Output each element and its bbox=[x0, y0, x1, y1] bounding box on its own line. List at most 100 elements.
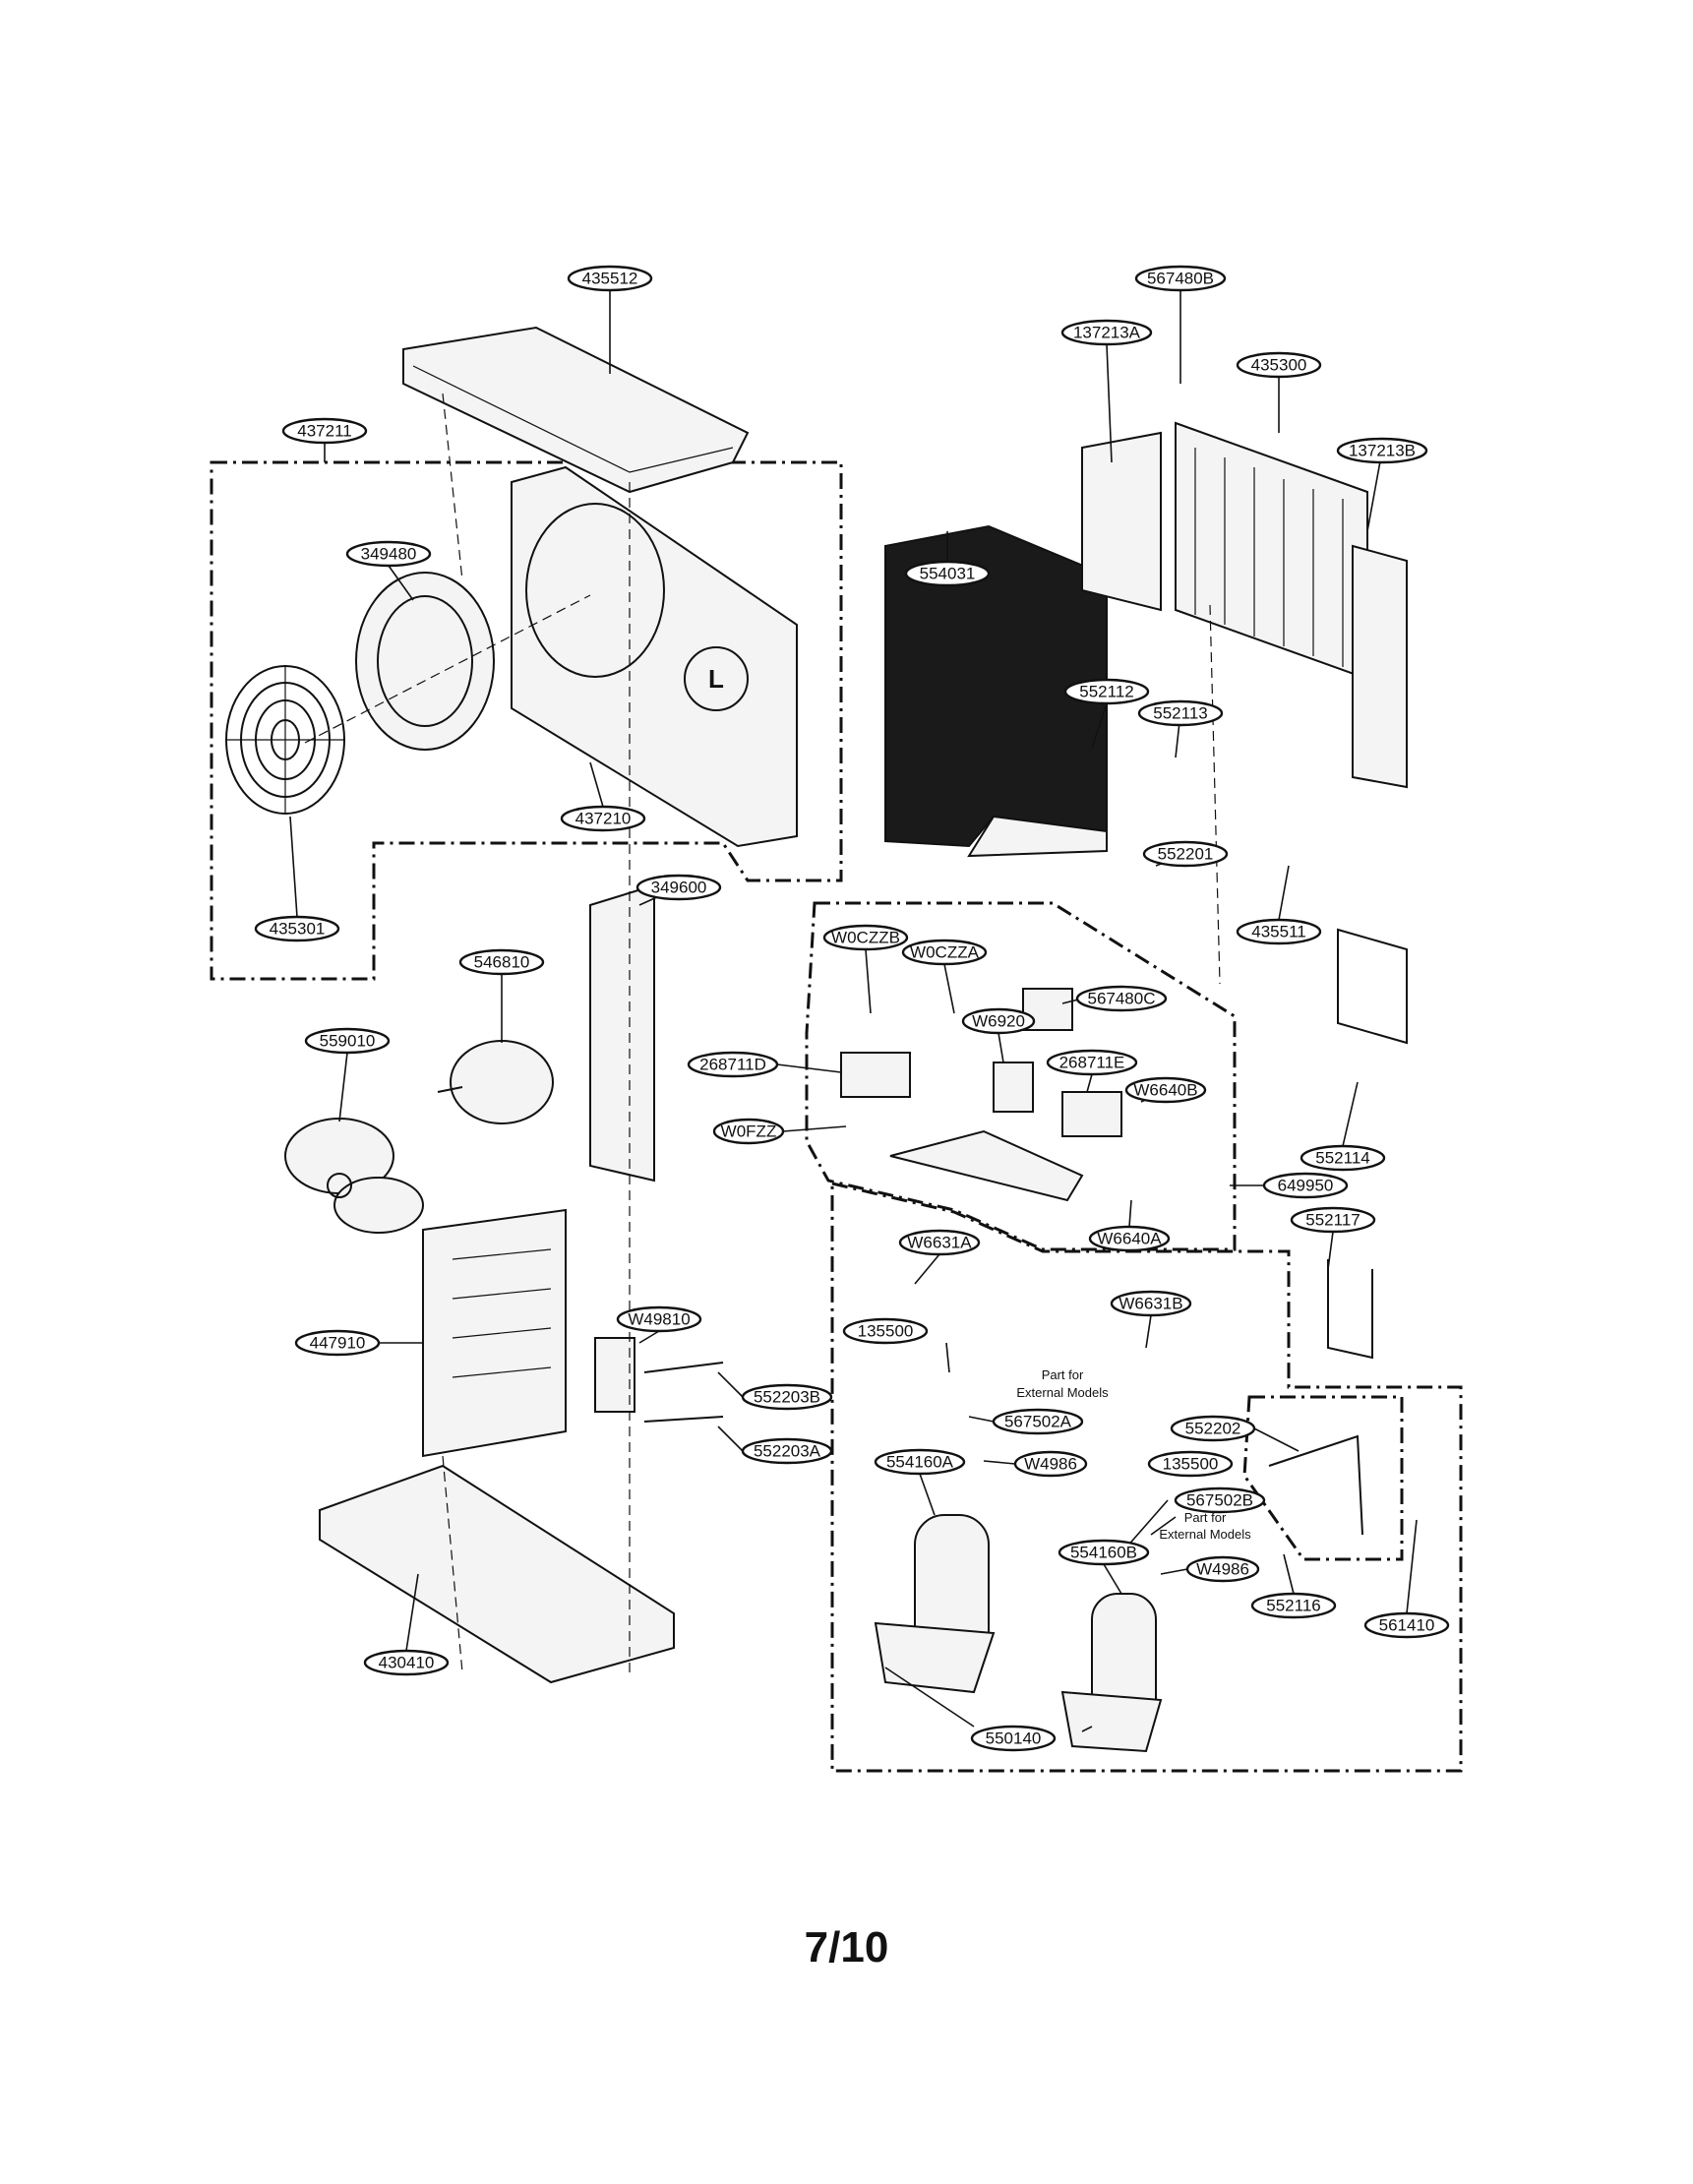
callout-567502B: 567502B bbox=[1174, 1486, 1266, 1514]
callout-label: 135500 bbox=[1163, 1455, 1219, 1474]
note-line: External Models bbox=[1159, 1527, 1251, 1542]
callout-552117: 552117 bbox=[1290, 1206, 1376, 1234]
callout-437211: 437211 bbox=[281, 417, 368, 445]
callout-W0CZZA: W0CZZA bbox=[901, 939, 988, 966]
callout-W6631B: W6631B bbox=[1110, 1290, 1192, 1317]
callout-W0FZZ: W0FZZ bbox=[712, 1118, 785, 1145]
callout-label: 554160B bbox=[1070, 1544, 1137, 1562]
callout-135500-a: 135500 bbox=[842, 1317, 929, 1345]
callout-349480: 349480 bbox=[345, 540, 432, 568]
callout-W6631A: W6631A bbox=[898, 1229, 981, 1256]
callout-567502A: 567502A bbox=[992, 1408, 1084, 1435]
callout-label: W6920 bbox=[972, 1012, 1025, 1031]
compressor-a-part bbox=[874, 1514, 996, 1694]
callout-554031: 554031 bbox=[904, 560, 991, 587]
top-cover-part bbox=[402, 326, 750, 494]
callout-268711E: 268711E bbox=[1046, 1049, 1138, 1076]
callout-label: 552114 bbox=[1315, 1149, 1369, 1168]
callout-554160A: 554160A bbox=[874, 1448, 966, 1476]
callout-label: W0FZZ bbox=[721, 1122, 777, 1141]
callout-label: 435301 bbox=[270, 920, 326, 939]
compressor-b-part bbox=[1060, 1593, 1163, 1753]
callout-label: W6631A bbox=[907, 1234, 972, 1252]
motor-mount-part bbox=[589, 883, 655, 1183]
callout-label: 349600 bbox=[651, 879, 707, 897]
callout-label: 554160A bbox=[886, 1453, 954, 1472]
callout-W49810: W49810 bbox=[616, 1305, 702, 1333]
callout-435512: 435512 bbox=[567, 265, 653, 292]
compressor-group-boundary bbox=[830, 1182, 1463, 1773]
callout-label: 552203B bbox=[754, 1388, 820, 1407]
callout-552114: 552114 bbox=[1300, 1144, 1386, 1172]
callout-447910: 447910 bbox=[294, 1329, 381, 1357]
callout-label: 435512 bbox=[582, 270, 638, 288]
callout-label: 552202 bbox=[1185, 1420, 1241, 1438]
callout-W4986-b: W4986 bbox=[1185, 1555, 1260, 1583]
propeller-fan-part bbox=[284, 1118, 424, 1234]
callout-label: W0CZZA bbox=[910, 943, 980, 962]
callout-label: 567480C bbox=[1087, 990, 1155, 1008]
assembly-guide-line bbox=[1209, 604, 1221, 985]
callout-label: 137213A bbox=[1073, 324, 1141, 342]
callout-435511: 435511 bbox=[1236, 918, 1322, 945]
callout-label: W4986 bbox=[1196, 1560, 1249, 1579]
callout-label: 135500 bbox=[858, 1322, 914, 1341]
callout-label: 552203A bbox=[754, 1442, 821, 1461]
base-pan-part bbox=[319, 1464, 675, 1684]
callout-437210: 437210 bbox=[560, 805, 646, 832]
front-cabinet-group-boundary bbox=[210, 460, 843, 981]
assembly-guide-line bbox=[442, 1455, 463, 1673]
callout-435300: 435300 bbox=[1236, 351, 1322, 379]
callout-435301: 435301 bbox=[254, 915, 340, 942]
rear-grille-part bbox=[1175, 421, 1368, 681]
callout-label: 550140 bbox=[986, 1729, 1042, 1748]
callout-W6920: W6920 bbox=[961, 1007, 1036, 1035]
assembly-guide-line bbox=[442, 393, 463, 581]
callout-label: 435300 bbox=[1251, 356, 1307, 375]
callout-552113: 552113 bbox=[1137, 699, 1224, 727]
side-panel-left-part bbox=[1081, 431, 1162, 612]
callout-554160B: 554160B bbox=[1058, 1539, 1150, 1566]
callout-label: W4986 bbox=[1024, 1455, 1077, 1474]
callout-label: W6640A bbox=[1097, 1230, 1162, 1248]
callout-W0CZZB: W0CZZB bbox=[822, 924, 909, 951]
external-models-note-b: Part for External Models bbox=[1159, 1510, 1251, 1542]
callout-135500-b: 135500 bbox=[1147, 1450, 1234, 1478]
callout-label: 552113 bbox=[1153, 704, 1207, 723]
external-models-note-a: Part for External Models bbox=[1016, 1367, 1109, 1400]
callout-label: 567480B bbox=[1147, 270, 1214, 288]
callout-label: 430410 bbox=[379, 1654, 435, 1672]
callout-552202: 552202 bbox=[1170, 1415, 1256, 1442]
callout-550140: 550140 bbox=[970, 1725, 1057, 1752]
callout-label: W6640B bbox=[1133, 1081, 1197, 1100]
callout-label: W0CZZB bbox=[831, 929, 900, 947]
callout-label: W6631B bbox=[1119, 1295, 1182, 1313]
callout-W6640B: W6640B bbox=[1124, 1076, 1207, 1104]
callout-649950: 649950 bbox=[1262, 1172, 1349, 1199]
barrier-part bbox=[422, 1208, 567, 1458]
control-box-group-boundary bbox=[805, 901, 1237, 1251]
callout-552203B: 552203B bbox=[741, 1383, 833, 1411]
note-line: Part for bbox=[1184, 1510, 1227, 1525]
callout-label: 559010 bbox=[320, 1032, 376, 1051]
callout-561410: 561410 bbox=[1363, 1611, 1450, 1639]
callout-label: 567502A bbox=[1004, 1413, 1072, 1431]
callout-label: 552112 bbox=[1079, 683, 1133, 701]
note-line: External Models bbox=[1016, 1385, 1109, 1400]
fan-grille-part bbox=[225, 665, 345, 815]
callout-559010: 559010 bbox=[304, 1027, 391, 1055]
front-panel-part: L bbox=[511, 465, 798, 848]
bell-mouth-part bbox=[355, 572, 495, 751]
callout-label: 552201 bbox=[1158, 845, 1214, 864]
callout-567480C: 567480C bbox=[1075, 985, 1168, 1012]
piping-group-boundary bbox=[1242, 1395, 1404, 1561]
callout-268711D: 268711D bbox=[687, 1051, 779, 1078]
leader-lines bbox=[289, 290, 1418, 1732]
callout-label: 137213B bbox=[1349, 442, 1416, 460]
callout-label: 552116 bbox=[1266, 1597, 1320, 1615]
callout-546810: 546810 bbox=[458, 948, 545, 976]
callout-label: 447910 bbox=[310, 1334, 366, 1353]
callout-label: 349480 bbox=[361, 545, 417, 564]
control-box-part bbox=[840, 988, 1122, 1202]
